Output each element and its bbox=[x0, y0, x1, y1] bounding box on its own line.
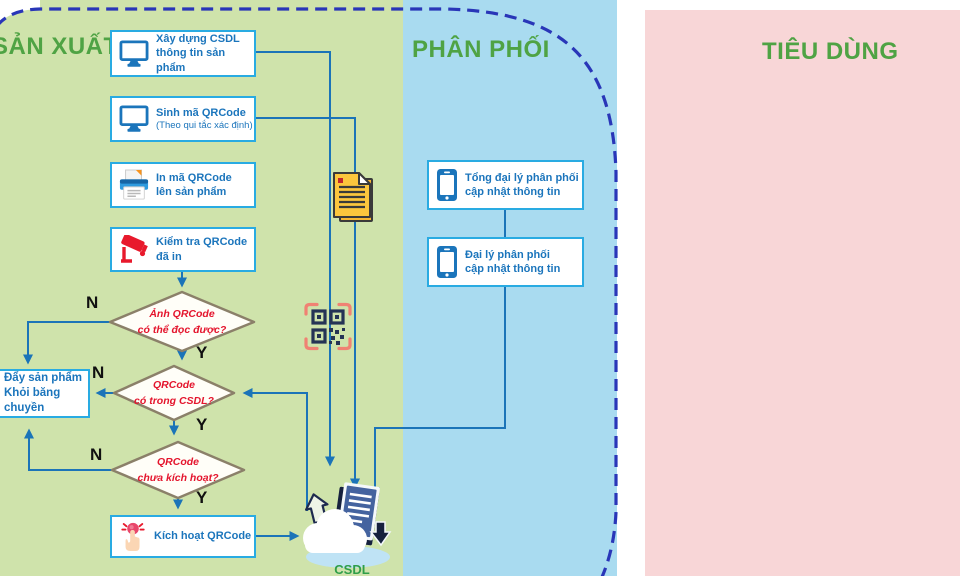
decision-qrcode-in-database[interactable]: QRCode có trong CSDL? bbox=[114, 372, 234, 414]
no-label: N bbox=[92, 363, 105, 382]
step-label: Đại lý phân phối bbox=[465, 248, 550, 261]
step-label: Xây dựng CSDL bbox=[156, 33, 240, 46]
decision-label: có thể đọc được? bbox=[137, 324, 227, 336]
step-activate-qrcode[interactable]: Kích hoạt QRCode bbox=[110, 515, 256, 558]
production-heading: SẢN XUẤT bbox=[0, 33, 119, 60]
decision-label: có trong CSDL? bbox=[134, 395, 214, 407]
monitor-icon bbox=[119, 105, 149, 132]
step-label: Đẩy sản phẩm bbox=[4, 372, 82, 385]
decision-label: QRCode bbox=[157, 455, 199, 468]
document-icon bbox=[333, 172, 373, 222]
step-label: thông tin sản phẩm bbox=[156, 47, 226, 74]
distribution-heading: PHÂN PHỐI bbox=[412, 36, 550, 63]
surveillance-camera-icon bbox=[121, 234, 148, 263]
yes-label: Y bbox=[196, 415, 208, 434]
phone-icon bbox=[437, 246, 457, 278]
phone-icon bbox=[437, 169, 457, 201]
step-label: In mã QRCode bbox=[156, 171, 232, 184]
section-gap bbox=[617, 0, 645, 576]
distribution-section-background bbox=[403, 0, 617, 576]
step-check-qrcode[interactable]: Kiểm tra QRCode đã in bbox=[110, 227, 256, 272]
decision-label: Ảnh QRCode bbox=[149, 307, 215, 320]
step-label: Kích hoạt QRCode bbox=[154, 530, 252, 543]
decision-label: QRCode bbox=[153, 378, 195, 391]
no-label: N bbox=[90, 445, 103, 464]
qr-code-icon bbox=[304, 302, 352, 351]
no-label: N bbox=[86, 293, 99, 312]
press-button-icon bbox=[121, 522, 145, 551]
step-distributor-update[interactable]: Đại lý phân phối cập nhật thông tin bbox=[427, 237, 584, 287]
printer-icon bbox=[119, 169, 149, 200]
step-label: Khỏi băng chuyền bbox=[4, 387, 61, 414]
step-sublabel: (Theo qui tắc xác định) bbox=[156, 119, 253, 131]
decision-qrcode-readable[interactable]: Ảnh QRCode có thể đọc được? bbox=[110, 301, 254, 343]
monitor-icon bbox=[119, 39, 149, 67]
step-label: đã in bbox=[156, 250, 182, 263]
decision-qrcode-not-activated[interactable]: QRCode chưa kích hoạt? bbox=[112, 449, 244, 491]
decision-diamonds bbox=[108, 290, 256, 500]
cloud-database-icon bbox=[303, 482, 392, 568]
step-master-distributor-update[interactable]: Tổng đại lý phân phối cập nhật thông tin bbox=[427, 160, 584, 210]
consumption-heading: TIÊU DÙNG bbox=[762, 38, 899, 65]
step-label: cập nhật thông tin bbox=[465, 263, 561, 275]
step-label: Tổng đại lý phân phối bbox=[465, 171, 579, 184]
step-label: cập nhật thông tin bbox=[465, 186, 561, 198]
yes-label: Y bbox=[196, 488, 208, 507]
step-label: lên sản phẩm bbox=[156, 186, 227, 198]
step-generate-qrcode[interactable]: Sinh mã QRCode (Theo qui tắc xác định) bbox=[110, 96, 256, 142]
step-remove-from-conveyor[interactable]: Đẩy sản phẩm Khỏi băng chuyền bbox=[0, 369, 90, 418]
step-build-database[interactable]: Xây dựng CSDL thông tin sản phẩm bbox=[110, 30, 256, 77]
consumption-section-background bbox=[645, 10, 960, 576]
decision-label: chưa kích hoạt? bbox=[137, 472, 219, 484]
yes-label: Y bbox=[196, 343, 208, 362]
database-label: CSDL bbox=[334, 562, 370, 576]
step-label: Sinh mã QRCode bbox=[156, 106, 246, 119]
step-print-qrcode[interactable]: In mã QRCode lên sản phẩm bbox=[110, 162, 256, 208]
step-label: Kiểm tra QRCode bbox=[156, 236, 248, 249]
